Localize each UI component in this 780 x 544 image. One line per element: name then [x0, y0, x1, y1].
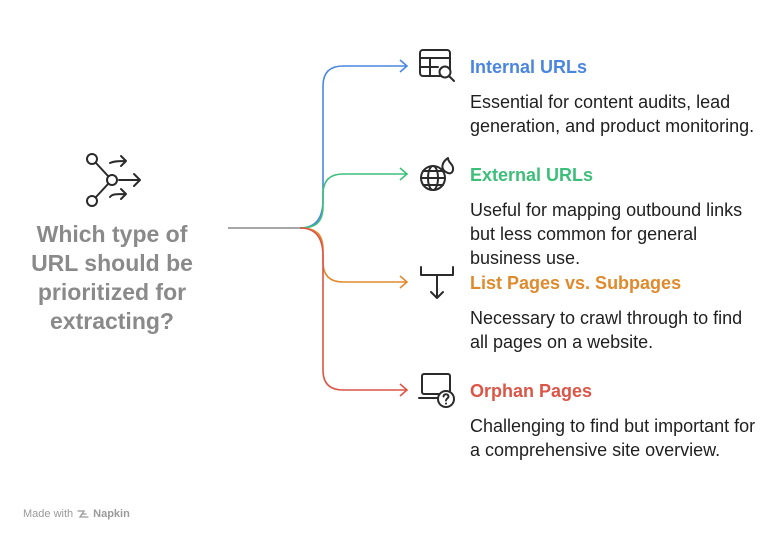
- footer-brand: Napkin: [93, 508, 130, 520]
- arrowhead-internal-urls: [399, 59, 409, 73]
- branch-title-list-pages: List Pages vs. Subpages: [470, 273, 682, 293]
- branch-desc-external-urls: Useful for mapping outbound links but le…: [470, 200, 743, 268]
- central-question: Which type of URL should be prioritized …: [31, 221, 193, 334]
- arrowhead-orphan-pages: [399, 383, 409, 397]
- connector-list-pages: [299, 227, 406, 283]
- globe-fire-icon: [420, 157, 455, 191]
- branch-title-external-urls: External URLs: [470, 165, 594, 185]
- branch-desc-list-pages: Necessary to crawl through to find all p…: [470, 308, 743, 352]
- branch-desc-internal-urls: Essential for content audits, lead gener…: [470, 92, 755, 136]
- table-search-icon: [419, 49, 455, 82]
- arrowhead-list-pages: [399, 275, 409, 289]
- made-with-napkin-footer[interactable]: Made with Napkin: [23, 508, 130, 520]
- tray-down-arrow-icon: [420, 266, 454, 299]
- connector-internal-urls: [299, 65, 406, 229]
- branching-arrows-icon: [86, 153, 141, 207]
- branch-title-orphan-pages: Orphan Pages: [470, 381, 593, 401]
- napkin-logo-icon: [77, 510, 89, 518]
- laptop-question-icon: [418, 373, 455, 408]
- footer-prefix: Made with: [23, 508, 74, 520]
- connector-orphan-pages: [299, 227, 406, 391]
- arrowhead-external-urls: [399, 167, 409, 181]
- branch-title-internal-urls: Internal URLs: [470, 57, 588, 77]
- branch-desc-orphan-pages: Challenging to find but important for a …: [470, 416, 756, 460]
- connector-external-urls: [299, 173, 406, 229]
